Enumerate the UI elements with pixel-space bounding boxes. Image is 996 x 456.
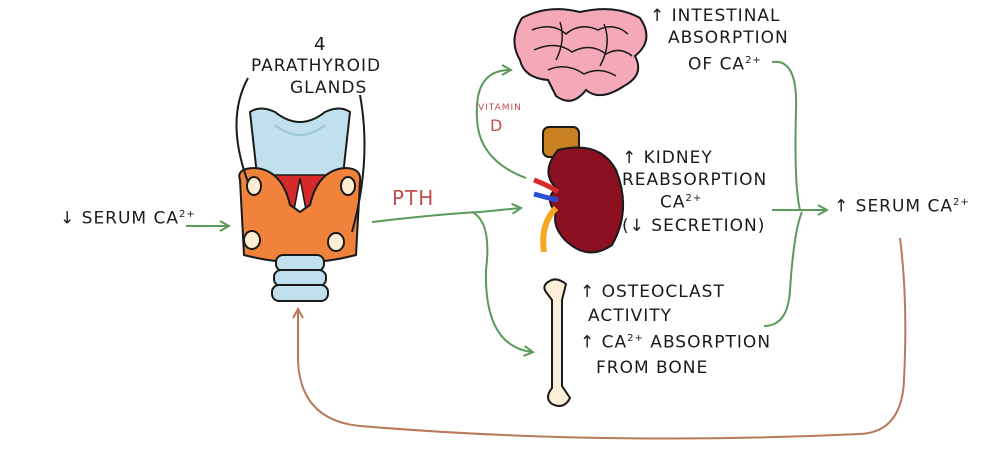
bone-absorption-text: ABSORPTION [643,332,772,353]
intestine-ca-charge: 2+ [745,55,762,66]
vitamin-d-arrow [475,70,527,179]
negative-feedback-arrow [298,237,907,440]
bone-label-line2: ACTIVITY [588,306,673,326]
pth-to-bone-arrow [471,211,532,352]
parathyroid-glands-icon [238,107,362,302]
bone-label-line3: ↑ Ca2+ ABSORPTION [580,332,772,353]
bone-ca-text: ↑ Ca [580,332,628,353]
kidney-ca-text: Ca [660,192,686,213]
serum-high-label: ↑ SERUM Ca2+ [834,196,970,217]
serum-low-text: ↓ SERUM Ca [60,208,180,229]
intestine-to-serum-line [771,60,801,211]
intestine-ca-text: OF Ca [688,54,746,75]
serum-high-charge: 2+ [953,197,970,208]
kidney-label-line1: ↑ KIDNEY [622,148,713,168]
bone-ca-charge: 2+ [627,333,644,344]
glands-label-line2: GLANDS [290,78,368,98]
bone-label-line4: FROM BONE [596,358,709,378]
kidney-label-line3: Ca2+ [660,192,703,213]
bone-to-serum-line [763,211,803,327]
kidney-ca-charge: 2+ [685,193,703,204]
gland-pointer-right [351,94,366,233]
serum-low-charge: 2+ [179,209,196,220]
kidney-icon [533,126,625,254]
vitamin-d-label: D [490,116,504,135]
glands-count: 4 [314,34,327,55]
gland-pointer-left [235,77,249,183]
intestine-icon [513,8,648,102]
glands-label-line1: PARATHYROID [251,56,382,76]
vitamin-label: VITAMIN [478,103,522,113]
serum-high-text: ↑ SERUM Ca [834,196,954,217]
pth-label: PTH [392,186,435,210]
pth-to-kidney-arrow [371,208,520,223]
intestine-label-line2: ABSORPTION [668,28,789,48]
intestine-label-line1: ↑ INTESTINAL [650,6,781,26]
bone-label-line1: ↑ OSTEOCLAST [580,282,725,302]
intestine-label-line3: OF Ca2+ [688,54,762,75]
kidney-label-line2: REABSORPTION [622,170,768,190]
bone-icon [543,278,572,407]
serum-low-label: ↓ SERUM Ca2+ [60,208,196,229]
kidney-label-line4: (↓ SECRETION) [622,216,766,236]
